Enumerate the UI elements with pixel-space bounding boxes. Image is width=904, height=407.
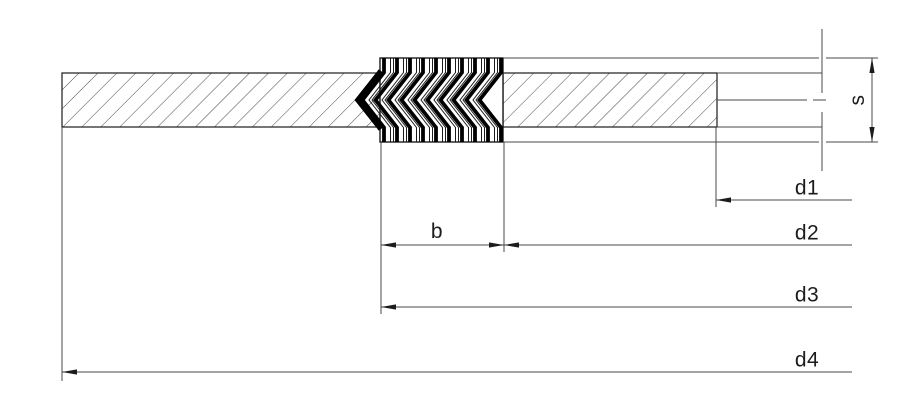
dimension-d2: d2 [504,222,852,248]
dimension-label-b: b [431,220,443,243]
winding-section [354,56,504,144]
dimension-b: b [381,220,504,248]
dimension-label-d2: d2 [795,222,819,245]
dimension-label-s: s [846,95,869,106]
inner-ring-section [502,72,718,128]
arrowhead-d4 [62,369,77,375]
dimension-d1: d1 [716,177,852,203]
dimension-label-d4: d4 [795,349,819,372]
arrowhead-s-top [869,58,875,73]
arrowhead-b-right [489,242,504,248]
dimension-s: s [846,58,875,142]
arrowhead-d3 [381,304,396,310]
dimension-label-d3: d3 [795,284,819,307]
winding-protruding-chevron [354,69,384,131]
arrowhead-d2 [504,242,519,248]
arrowhead-d1 [716,197,731,203]
gasket-cross-section [61,56,718,144]
dimension-label-d1: d1 [795,177,819,200]
dimension-d4: d4 [62,349,852,375]
arrowhead-s-bottom [869,127,875,142]
arrowhead-b-left [381,242,396,248]
dimension-d3: d3 [381,284,852,310]
outer-ring-section [61,72,381,128]
extension-lines [61,29,878,381]
